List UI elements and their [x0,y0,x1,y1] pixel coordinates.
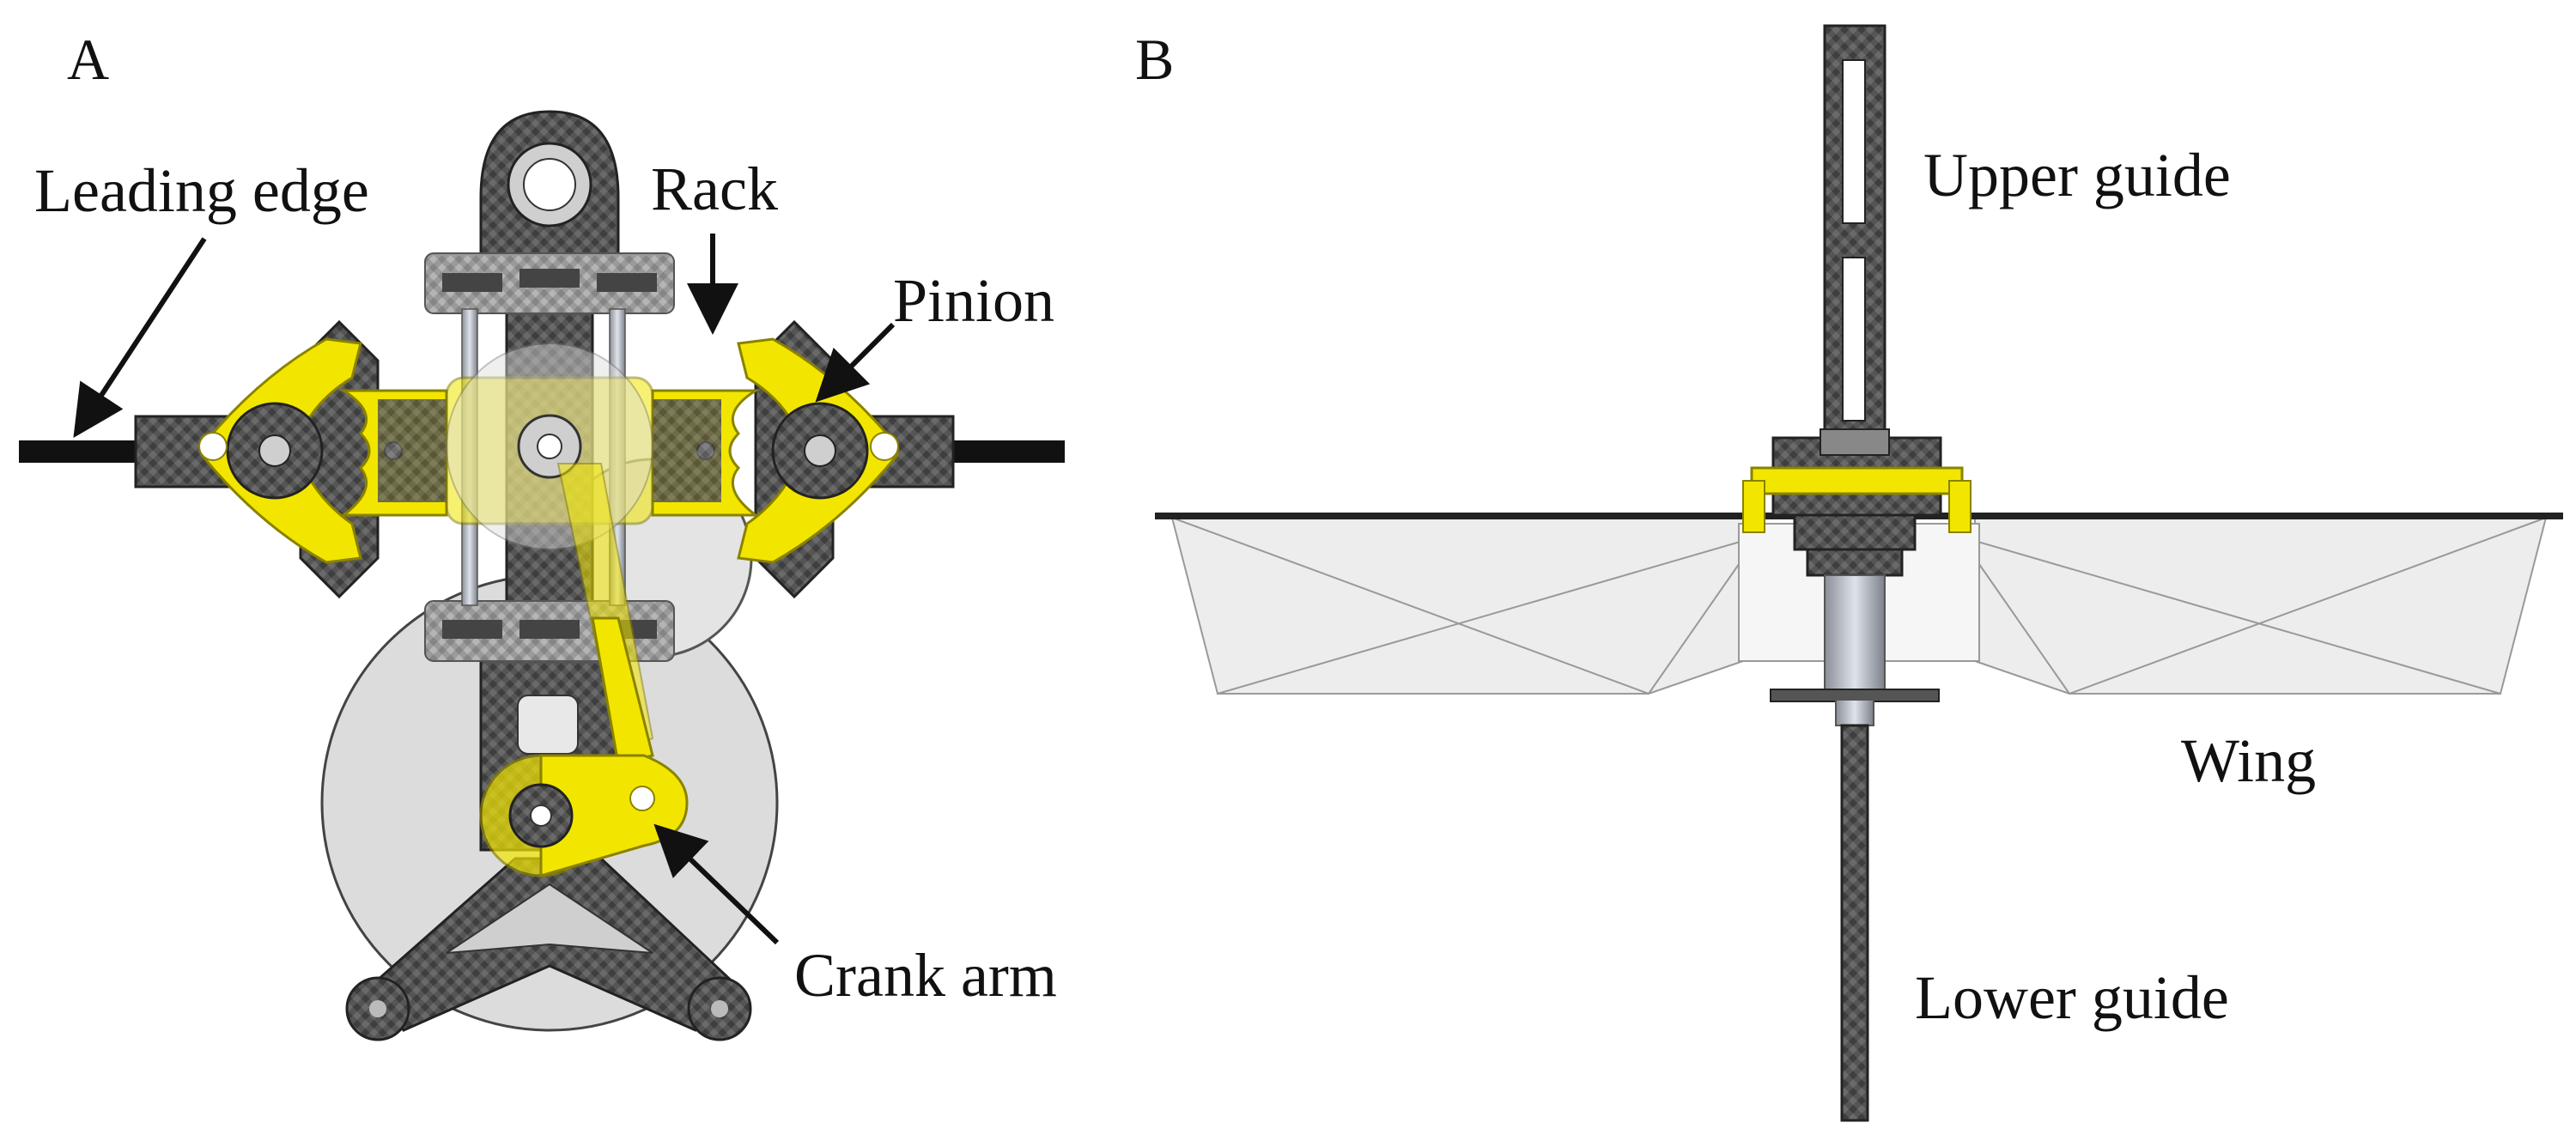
rack-left [198,319,448,599]
label-leading-edge: Leading edge [34,156,369,225]
leader-arrow-icon [653,823,780,945]
lower-frame [345,857,752,1041]
panel-a-letter: A [67,27,109,92]
center-slider [445,343,654,550]
upper-guide [1823,24,1886,448]
crank-arm [479,463,689,877]
upper-clamp [424,252,675,314]
leader-arrow-icon [815,322,896,403]
label-rack: Rack [651,155,778,223]
gearbox [1742,428,1971,577]
lower-guide [1840,724,1869,1122]
label-upper-guide: Upper guide [1923,141,2231,209]
base-collar [1835,699,1874,726]
label-lower-guide: Lower guide [1915,963,2229,1032]
label-wing: Wing [2181,726,2316,795]
leading-edge-rod-left [19,440,148,463]
rack-right [651,319,899,599]
label-pinion: Pinion [893,266,1054,335]
label-crank-arm: Crank arm [794,941,1057,1010]
panel-b: B [1135,24,2563,1122]
panel-b-letter: B [1135,27,1174,92]
leader-arrow-icon [73,237,207,439]
panel-a: A [19,27,1065,1041]
central-shaft [1824,574,1886,696]
